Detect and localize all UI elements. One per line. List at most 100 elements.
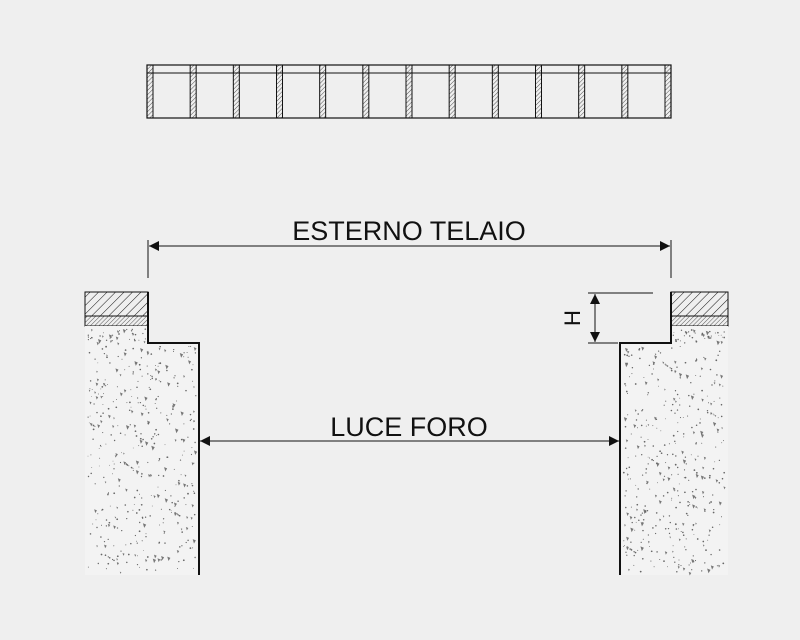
concrete-aggregate (140, 412, 144, 417)
concrete-speck (707, 335, 710, 338)
concrete-speck (713, 508, 715, 511)
concrete-speck (132, 373, 134, 375)
concrete-speck (138, 363, 141, 366)
concrete-speck (126, 561, 128, 564)
concrete-speck (183, 497, 185, 499)
concrete-aggregate (718, 383, 721, 387)
concrete-speck (141, 445, 143, 448)
concrete-speck (626, 392, 629, 394)
concrete-aggregate (630, 527, 634, 533)
concrete-speck (663, 444, 666, 446)
concrete-speck (183, 356, 185, 358)
concrete-speck (103, 541, 106, 543)
concrete-speck (625, 551, 627, 553)
concrete-speck (717, 354, 719, 357)
concrete-aggregate (672, 487, 676, 491)
concrete-speck (624, 425, 627, 428)
concrete-speck (160, 508, 162, 510)
concrete-speck (159, 524, 161, 526)
concrete-aggregate (114, 455, 117, 458)
concrete-aggregate (627, 350, 630, 354)
concrete-speck (675, 340, 677, 343)
concrete-speck (695, 506, 697, 508)
concrete-speck (134, 339, 136, 342)
concrete-speck (166, 456, 169, 459)
concrete-aggregate (677, 565, 680, 569)
concrete-speck (690, 382, 692, 384)
concrete-speck (191, 483, 193, 485)
concrete-speck (713, 400, 715, 402)
concrete-speck (145, 533, 147, 535)
concrete-speck (109, 505, 111, 507)
concrete-speck (663, 475, 666, 477)
concrete-aggregate (176, 550, 180, 554)
concrete-aggregate (96, 378, 99, 382)
concrete-speck (720, 415, 723, 418)
concrete-speck (624, 447, 627, 449)
concrete-speck (667, 527, 670, 530)
concrete-speck (126, 328, 128, 331)
concrete-speck (715, 446, 717, 448)
concrete-aggregate (695, 473, 699, 479)
concrete-speck (107, 384, 109, 386)
concrete-speck (695, 442, 697, 445)
concrete-speck (100, 524, 103, 526)
concrete-speck (147, 461, 149, 464)
grating-bar (405, 64, 413, 119)
concrete-aggregate (664, 551, 668, 555)
concrete-aggregate (173, 512, 177, 517)
concrete-speck (676, 393, 679, 396)
concrete-speck (150, 438, 153, 440)
concrete-aggregate (158, 347, 161, 351)
concrete-speck (674, 463, 677, 466)
concrete-aggregate (710, 402, 713, 406)
concrete-speck (680, 329, 683, 331)
concrete-aggregate (161, 556, 165, 561)
concrete-aggregate (135, 470, 139, 475)
concrete-aggregate (96, 341, 100, 346)
concrete-aggregate (152, 558, 157, 564)
concrete-speck (103, 393, 105, 395)
concrete-speck (665, 462, 667, 464)
concrete-speck (182, 559, 185, 562)
concrete-aggregate (176, 521, 180, 525)
concrete-aggregate (674, 360, 677, 364)
concrete-speck (87, 566, 89, 568)
concrete-speck (94, 425, 96, 427)
concrete-speck (138, 509, 141, 511)
concrete-speck (635, 419, 638, 421)
concrete-speck (157, 486, 159, 488)
concrete-aggregate (117, 478, 121, 483)
concrete-speck (176, 513, 178, 515)
concrete-speck (90, 472, 92, 475)
concrete-aggregate (702, 333, 705, 338)
concrete-speck (694, 332, 696, 334)
concrete-speck (99, 457, 101, 459)
concrete-speck (647, 439, 649, 441)
concrete-speck (630, 506, 632, 508)
concrete-aggregate (662, 478, 665, 482)
concrete-speck (645, 472, 647, 474)
concrete-aggregate (700, 367, 703, 371)
concrete-speck (693, 469, 696, 471)
concrete-speck (191, 525, 193, 528)
concrete-aggregate (119, 392, 123, 397)
concrete-aggregate (624, 524, 626, 527)
concrete-speck (642, 519, 645, 521)
concrete-speck (705, 549, 707, 551)
concrete-speck (677, 495, 679, 497)
concrete-speck (714, 380, 716, 382)
concrete-speck (116, 386, 118, 388)
concrete-speck (166, 369, 168, 372)
concrete-speck (99, 335, 101, 337)
concrete-speck (672, 453, 674, 456)
concrete-speck (647, 392, 650, 394)
concrete-speck (666, 491, 669, 494)
concrete-speck (641, 474, 644, 476)
concrete-speck (89, 338, 92, 340)
concrete-aggregate (701, 490, 705, 495)
concrete-speck (101, 510, 103, 512)
concrete-speck (136, 563, 139, 566)
concrete-speck (143, 550, 144, 551)
concrete-aggregate (626, 473, 629, 476)
